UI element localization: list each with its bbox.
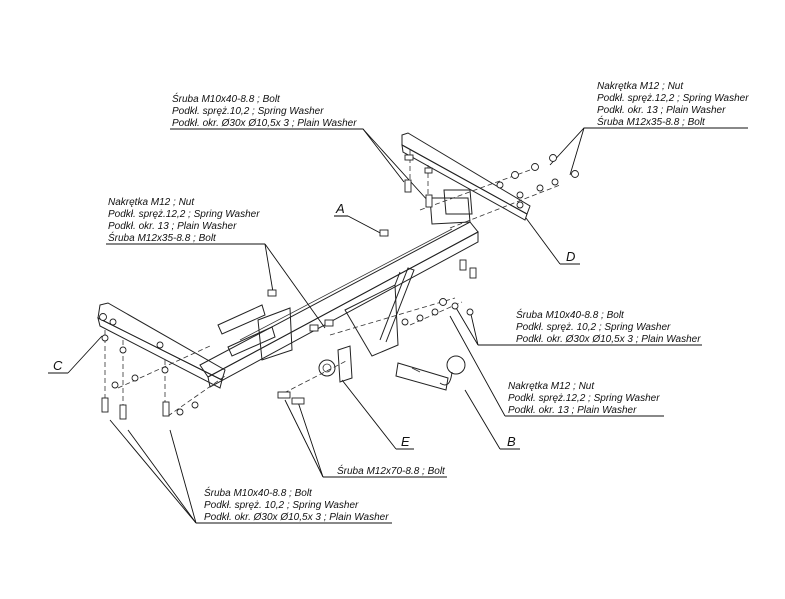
callout-line: Śruba M12x35-8.8 ; Bolt (108, 231, 217, 244)
part-letter-a: A (335, 201, 345, 216)
callout-line: Podkł. spręż.12,2 ; Spring Washer (108, 209, 260, 220)
part-letter-d: D (566, 249, 575, 264)
callout-mid-right: Śruba M10x40-8.8 ; Bolt Podkł. spręż. 10… (478, 308, 702, 346)
callout-line: Śruba M12x70-8.8 ; Bolt (337, 464, 446, 477)
callout-line: Śruba M10x40-8.8 ; Bolt (516, 308, 625, 321)
callout-top-left: Śruba M10x40-8.8 ; Bolt Podkł. spręż.10,… (170, 92, 360, 130)
callout-line: Śruba M10x40-8.8 ; Bolt (204, 486, 313, 499)
callout-line: Podkł. spręż. 10,2 ; Spring Washer (516, 322, 671, 333)
callout-line: Nakrętka M12 ; Nut (108, 197, 195, 208)
callout-line: Podkł. okr. 13 ; Plain Washer (597, 105, 726, 116)
part-letter-b: B (507, 434, 516, 449)
leader-lines (67, 127, 592, 524)
side-bracket-c (97, 302, 226, 389)
mounting-arms (217, 189, 473, 361)
part-letter-e: E (401, 434, 410, 449)
callout-line: Nakrętka M12 ; Nut (508, 381, 595, 392)
callout-line: Podkł. spręż.10,2 ; Spring Washer (172, 106, 324, 117)
side-bracket-d (401, 132, 531, 221)
support-strut (379, 267, 415, 343)
crossbar-a (199, 221, 479, 388)
callout-line: Śruba M12x35-8.8 ; Bolt (597, 115, 706, 128)
callout-line: Podkł. okr. 13 ; Plain Washer (508, 405, 637, 416)
callout-top-right: Nakrętka M12 ; Nut Podkł. spręż.12,2 ; S… (592, 81, 749, 129)
callout-line: Podkł. spręż.12,2 ; Spring Washer (508, 393, 660, 404)
callout-line: Podkł. okr. Ø30x Ø10,5x 3 ; Plain Washer (516, 334, 701, 345)
callout-mid-left: Nakrętka M12 ; Nut Podkł. spręż.12,2 ; S… (106, 197, 265, 245)
tow-ball-arm-b (395, 355, 466, 391)
callout-line: Podkł. okr. Ø30x Ø10,5x 3 ; Plain Washer (204, 512, 389, 523)
part-letter-c: C (53, 358, 63, 373)
callout-bottom-left: Śruba M10x40-8.8 ; Bolt Podkł. spręż. 10… (196, 486, 392, 524)
callout-line: Podkł. spręż. 10,2 ; Spring Washer (204, 500, 359, 511)
callout-line: Nakrętka M12 ; Nut (597, 81, 684, 92)
socket-plate-e (318, 345, 353, 383)
callout-line: Podkł. okr. 13 ; Plain Washer (108, 221, 237, 232)
callout-lower-right: Nakrętka M12 ; Nut Podkł. spręż.12,2 ; S… (505, 381, 664, 417)
callout-center-bottom: Śruba M12x70-8.8 ; Bolt (323, 464, 447, 478)
callout-line: Podkł. okr. Ø30x Ø10,5x 3 ; Plain Washer (172, 118, 357, 129)
assembly-lines (104, 150, 561, 417)
fasteners (99, 154, 579, 420)
callout-line: Śruba M10x40-8.8 ; Bolt (172, 92, 281, 105)
callout-line: Podkł. spręż.12,2 ; Spring Washer (597, 93, 749, 104)
